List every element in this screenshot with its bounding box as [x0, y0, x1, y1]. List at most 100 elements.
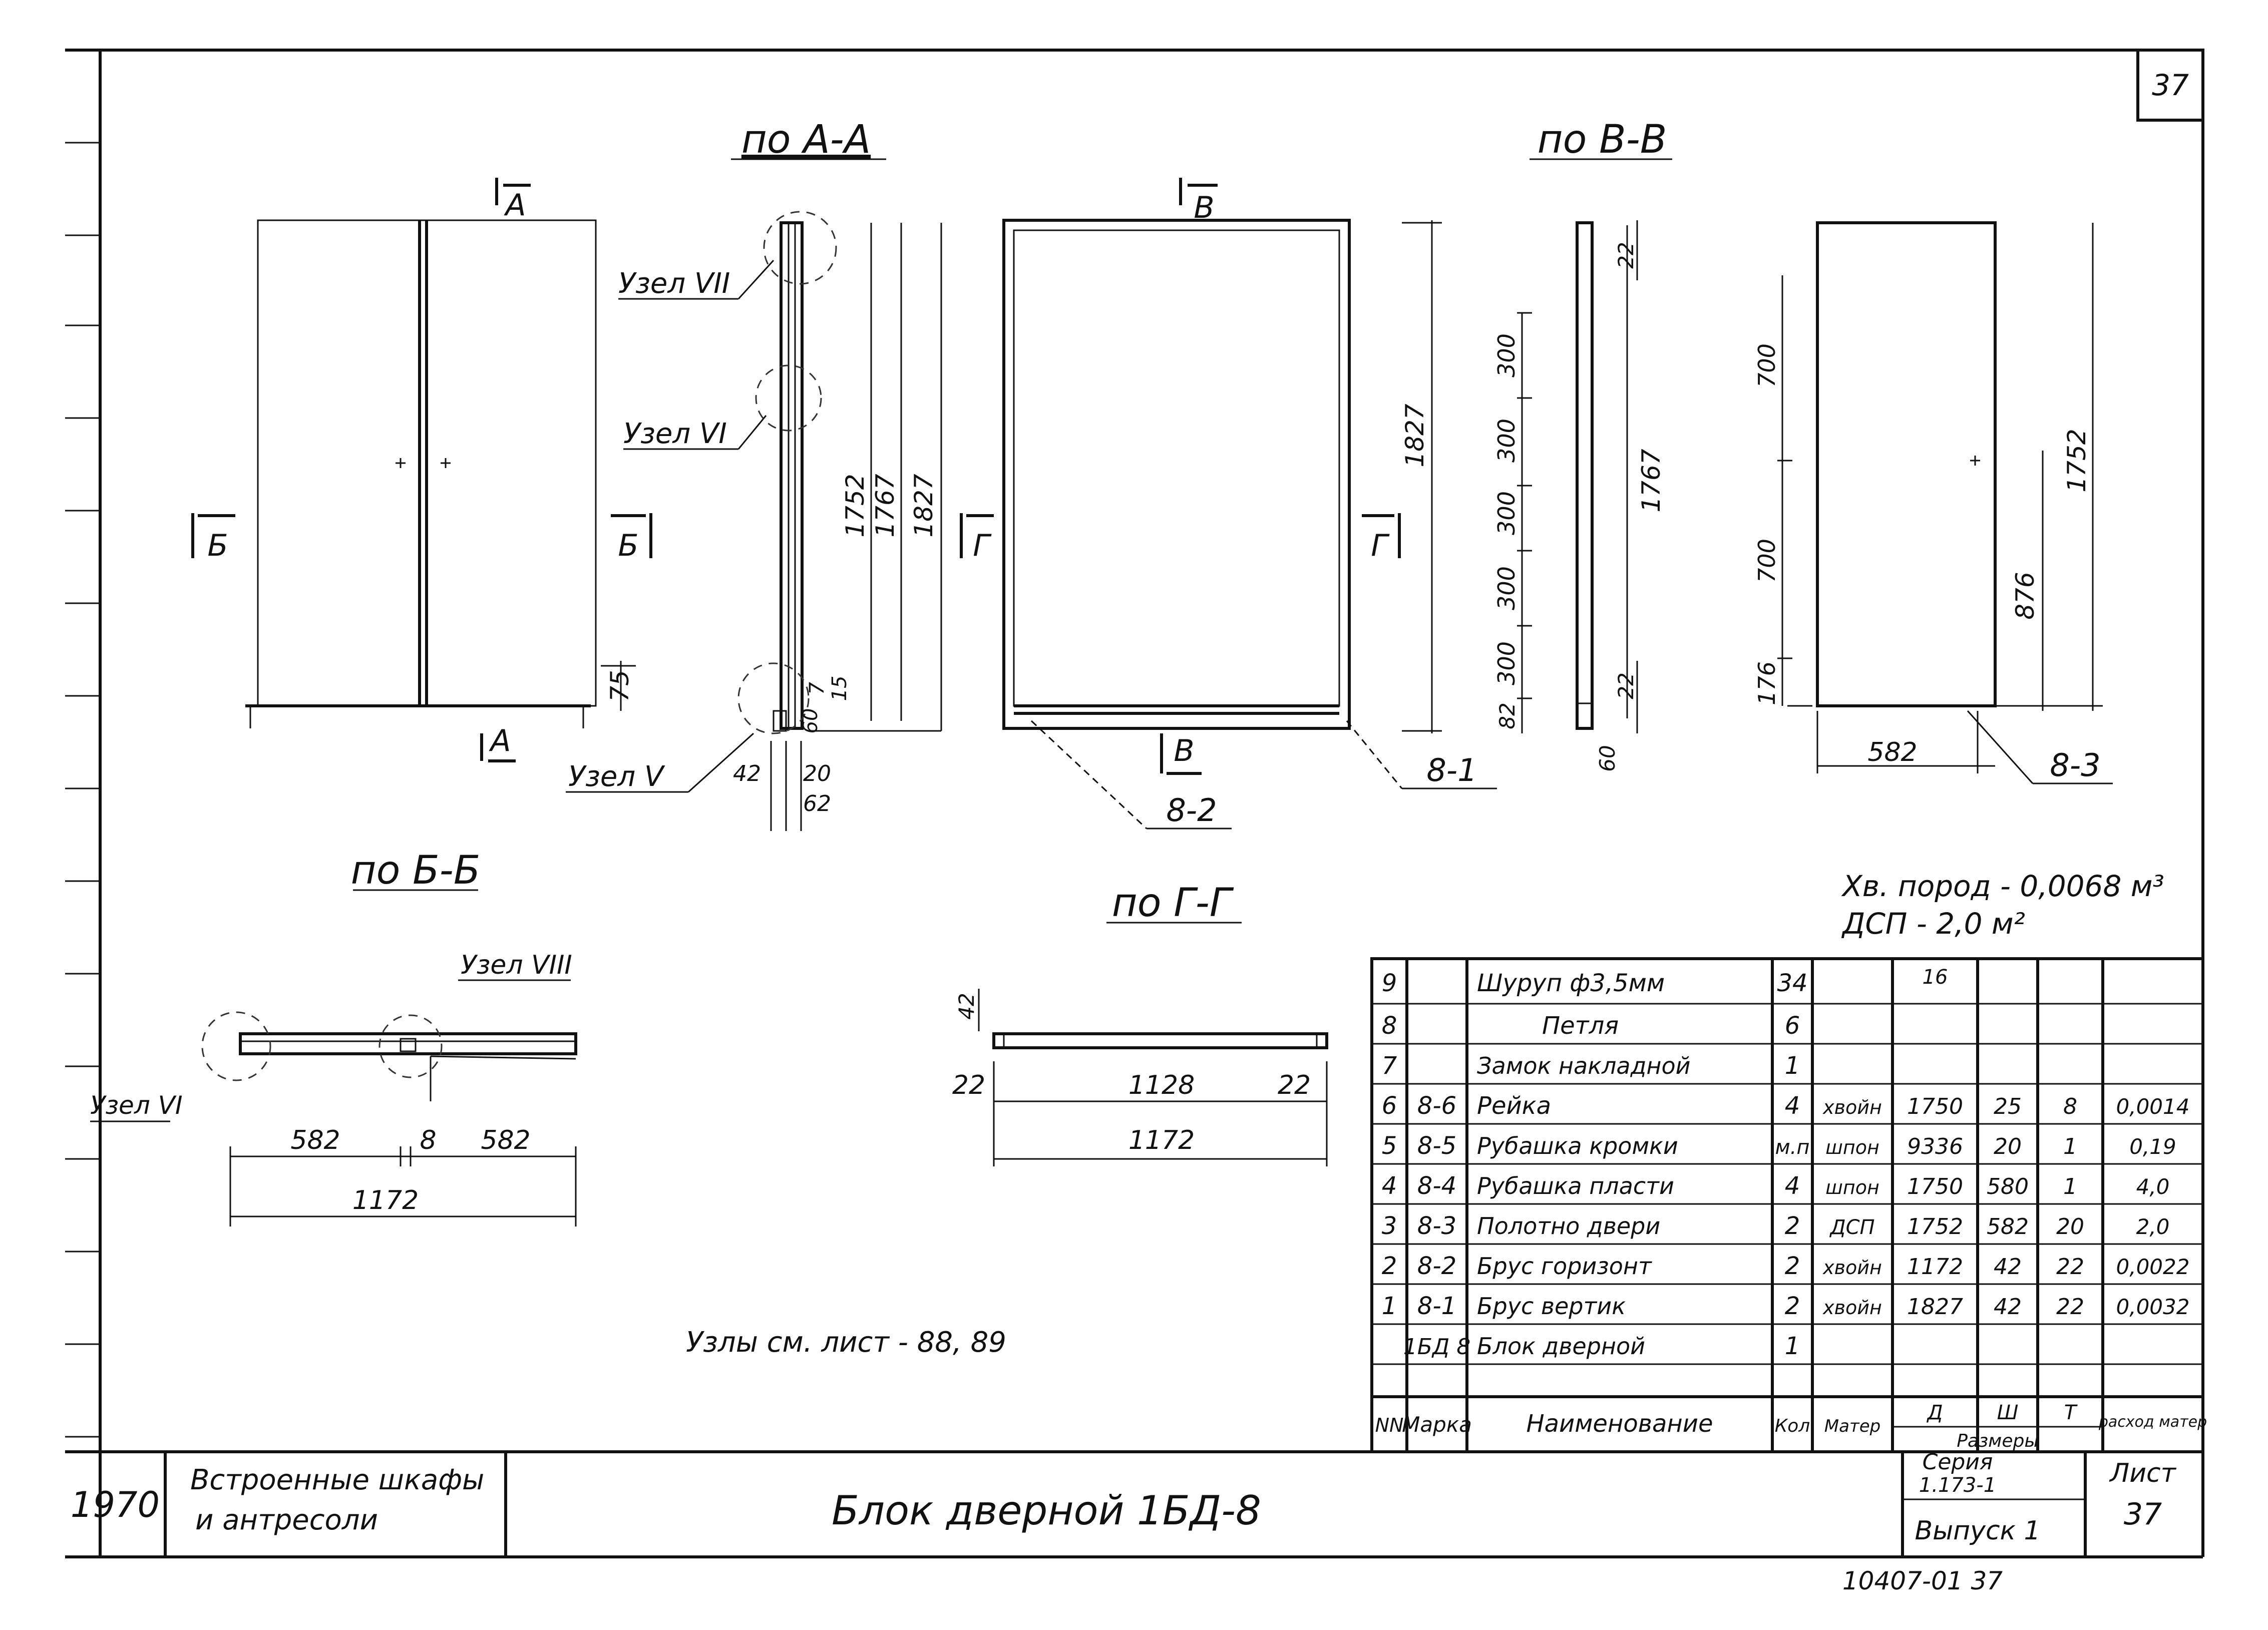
cell-qty: 2	[1785, 1252, 1800, 1280]
dim-aa-42: 42	[733, 761, 761, 786]
dim-bb-8: 8	[420, 1125, 436, 1155]
table-row: 6 8-6 Рейка 4 хвойн 1750 25 8 0,0014	[1382, 1092, 2190, 1120]
cell-n: 4	[1382, 1172, 1397, 1200]
cell-name: Брус вертик	[1477, 1293, 1626, 1320]
cut-label-a-top: А	[503, 188, 526, 223]
header-mat: Матер	[1824, 1416, 1880, 1436]
title-sheet-label: Лист	[2109, 1458, 2176, 1488]
cut-mark-b-left	[191, 513, 235, 558]
materials-note-line2: ДСП - 2,0 м²	[1841, 907, 2025, 941]
cut-label-g-left: Г	[973, 528, 992, 563]
cell-n: 8	[1382, 1012, 1397, 1040]
dim-vv-300-5: 300	[1493, 641, 1520, 685]
cut-mark-v-bottom	[1160, 733, 1202, 775]
cell-name: Блок дверной	[1477, 1333, 1645, 1360]
section-gg-view	[978, 989, 1328, 1166]
cell-use: 0,0032	[2116, 1295, 2190, 1319]
cell-l: 1750	[1907, 1174, 1963, 1199]
sheet-number: 37	[2152, 68, 2189, 102]
title-section-gg: по Г-Г	[1112, 881, 1234, 926]
cell-mark: 8-5	[1417, 1132, 1456, 1160]
frame-view	[1002, 219, 1351, 730]
cell-qty: 2	[1785, 1212, 1800, 1240]
cell-use: 0,0022	[2116, 1255, 2190, 1279]
dim-vv-300-1: 300	[1493, 333, 1520, 377]
cell-w: 42	[1994, 1294, 2022, 1320]
dim-aa-1752: 1752	[841, 474, 870, 537]
dim-gg-22-right: 22	[1278, 1070, 1311, 1100]
section-bb-view	[201, 1011, 577, 1227]
dim-bb-582-left: 582	[290, 1125, 340, 1155]
dim-vv-82: 82	[1495, 702, 1520, 729]
cell-l: 1750	[1907, 1094, 1963, 1119]
cell-qty: 1	[1785, 1332, 1800, 1360]
cell-mark: 8-4	[1417, 1172, 1456, 1200]
cell-use: 2,0	[2136, 1214, 2170, 1239]
cut-label-b-left: Б	[207, 528, 228, 563]
title-sheet-value: 37	[2124, 1497, 2162, 1532]
part-mark-8-3: 8-3	[2050, 747, 2100, 783]
cell-n: 5	[1382, 1132, 1397, 1160]
header-name: Наименование	[1526, 1410, 1713, 1438]
dim-gg-1172: 1172	[1128, 1125, 1195, 1155]
cell-mat: хвойн	[1822, 1297, 1882, 1319]
cut-label-b-right: Б	[618, 528, 638, 563]
title-section-aa: по А-А	[741, 117, 871, 162]
dim-gg-1128: 1128	[1128, 1070, 1195, 1100]
cell-name: Рубашка пласти	[1477, 1172, 1674, 1199]
table-row: 7 Замок накладной 1	[1382, 1052, 1800, 1080]
dim-vv-60: 60	[1595, 745, 1620, 771]
dim-gg-42: 42	[954, 993, 979, 1019]
cell-mat: ДСП	[1829, 1216, 1874, 1239]
node-vi-bb-label: Узел VI	[90, 1091, 183, 1120]
table-row: 1БД 8 Блок дверной 1	[1403, 1332, 1800, 1360]
cell-l: 9336	[1907, 1134, 1963, 1159]
cell-t: 20	[2056, 1214, 2084, 1240]
title-section-vv: по В-В	[1538, 117, 1667, 162]
dim-aa-1767: 1767	[871, 474, 900, 537]
dim-leaf-176: 176	[1753, 661, 1780, 705]
cell-qty: 4	[1785, 1172, 1800, 1200]
cell-name: Рубашка кромки	[1477, 1132, 1678, 1159]
dim-leaf-582: 582	[1867, 737, 1917, 767]
cell-w: 42	[1994, 1254, 2022, 1280]
header-t: Т	[2064, 1401, 2078, 1424]
dim-leaf-1752: 1752	[2062, 429, 2091, 492]
table-row: 1 8-1 Брус вертик 2 хвойн 1827 42 22 0,0…	[1382, 1292, 2190, 1320]
table-row: 5 8-5 Рубашка кромки м.п шпон 9336 20 1 …	[1382, 1132, 2176, 1160]
cut-mark-v-top	[1179, 178, 1218, 205]
part-mark-8-2: 8-2	[1166, 792, 1217, 829]
cell-name: Брус горизонт	[1477, 1253, 1652, 1280]
cell-mat: шпон	[1825, 1136, 1879, 1158]
cell-mat: шпон	[1825, 1176, 1879, 1198]
dim-vv-22-top: 22	[1614, 242, 1638, 268]
cell-n: 1	[1382, 1292, 1397, 1320]
dim-vv-1767: 1767	[1637, 449, 1666, 512]
node-v-label: Узел V	[568, 760, 665, 793]
table-header: NN Марка Наименование Кол Матер Д Ш Т Ра…	[1375, 1401, 2207, 1451]
dim-vv-300-3: 300	[1493, 491, 1520, 535]
cell-name: Рейка	[1477, 1092, 1551, 1120]
section-aa-view	[737, 211, 942, 831]
cell-mat: хвойн	[1822, 1096, 1882, 1118]
dim-leaf-876: 876	[2011, 572, 2040, 619]
header-l: Д	[1926, 1401, 1943, 1424]
table-row: 3 8-3 Полотно двери 2 ДСП 1752 582 20 2,…	[1382, 1212, 2170, 1240]
cut-mark-a-bottom	[480, 733, 516, 762]
node-vii-label: Узел VII	[618, 267, 730, 300]
title-block	[65, 1450, 2203, 1557]
cell-qty: 4	[1785, 1092, 1800, 1120]
cell-t: 22	[2056, 1294, 2084, 1320]
cell-t: 22	[2056, 1254, 2084, 1280]
cell-n: 6	[1382, 1092, 1397, 1120]
title-stamp: 10407-01 37	[1842, 1566, 2003, 1595]
spec-table-grid	[1370, 957, 2204, 1453]
node-vi-label: Узел VI	[623, 418, 727, 450]
cut-label-a-bottom: А	[488, 723, 511, 758]
dim-aa-15: 15	[828, 676, 851, 701]
cell-mat: хвойн	[1822, 1257, 1882, 1279]
dim-leaf-700-mid: 700	[1753, 539, 1780, 583]
dim-vv-300-4: 300	[1493, 566, 1520, 610]
cell-qty: м.п	[1775, 1136, 1809, 1159]
title-series-label: Серия	[1923, 1449, 1993, 1475]
